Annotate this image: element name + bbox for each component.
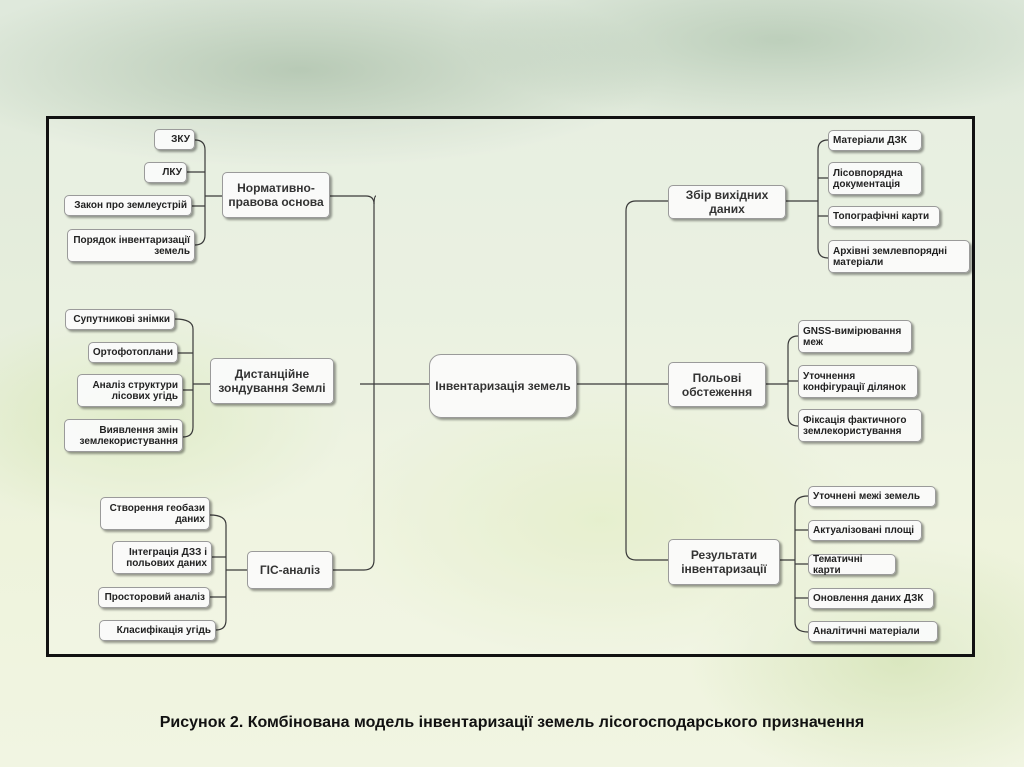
branch-inventory-results: Результати інвентаризації: [668, 539, 780, 585]
leaf-thematic-maps: Тематичні карти: [808, 554, 896, 576]
leaf-land-classification: Класифікація угідь: [99, 620, 216, 641]
leaf-actual-land-use: Фіксація фактичного землекористування: [798, 409, 922, 442]
connector-normative-items: [187, 139, 222, 246]
leaf-orthophotos: Ортофотоплани: [88, 342, 178, 363]
branch-data-collection: Збір вихідних даних: [668, 185, 786, 219]
connector-left-normative: [330, 195, 375, 205]
leaf-land-use-changes: Виявлення змін землекористування: [64, 419, 183, 452]
branch-label: Нормативно-правова основа: [228, 181, 324, 209]
branch-field-surveys: Польові обстеження: [668, 362, 766, 407]
leaf-zku: ЗКУ: [154, 129, 195, 150]
leaf-satellite-images: Супутникові знімки: [65, 309, 175, 330]
leaf-inventory-order: Порядок інвентаризації земель: [67, 229, 195, 262]
leaf-refined-boundaries: Уточнені межі земель: [808, 486, 936, 507]
leaf-data-integration: Інтеграція ДЗЗ і польових даних: [112, 541, 212, 574]
branch-label: Результати інвентаризації: [681, 548, 767, 576]
branch-label: ГІС-аналіз: [259, 563, 321, 577]
connector-results-items: [780, 495, 809, 633]
leaf-land-law: Закон про землеустрій: [64, 195, 192, 216]
leaf-parcel-configuration: Уточнення конфігурації ділянок: [798, 365, 918, 398]
leaf-forest-structure: Аналіз структури лісових угідь: [77, 374, 183, 407]
branch-label: Дистанційне зондування Землі: [218, 367, 326, 395]
leaf-archive-materials: Архівні землевпорядні матеріали: [828, 240, 970, 273]
connector-dzz-items: [174, 318, 210, 438]
leaf-geodatabase: Створення геобази даних: [100, 497, 210, 530]
branch-normative: Нормативно-правова основа: [222, 172, 330, 218]
connector-zbir-items: [786, 139, 829, 259]
figure-caption: Рисунок 2. Комбінована модель інвентариз…: [159, 714, 865, 731]
leaf-forest-documentation: Лісовпорядна документація: [828, 162, 922, 195]
leaf-analytical-materials: Аналітичні матеріали: [808, 621, 938, 642]
connector-gis-items: [209, 514, 247, 631]
leaf-dzk-update: Оновлення даних ДЗК: [808, 588, 934, 609]
branch-label: Збір вихідних даних: [685, 188, 769, 216]
branch-remote-sensing: Дистанційне зондування Землі: [210, 358, 334, 404]
branch-gis-analysis: ГІС-аналіз: [247, 551, 333, 589]
connector-right-trunk: [625, 200, 668, 561]
connector-polovi-items: [766, 335, 799, 427]
center-node-label: Інвентаризація земель: [435, 378, 571, 393]
leaf-spatial-analysis: Просторовий аналіз: [98, 587, 210, 608]
connector-left-trunk: [360, 195, 377, 571]
leaf-dzk-materials: Матеріали ДЗК: [828, 130, 922, 151]
leaf-gnss-measurements: GNSS-вимірювання меж: [798, 320, 912, 353]
center-node: Інвентаризація земель: [429, 354, 577, 418]
leaf-lku: ЛКУ: [144, 162, 187, 183]
branch-label: Польові обстеження: [681, 370, 753, 399]
leaf-updated-areas: Актуалізовані площі: [808, 520, 922, 541]
leaf-topographic-maps: Топографічні карти: [828, 206, 940, 227]
